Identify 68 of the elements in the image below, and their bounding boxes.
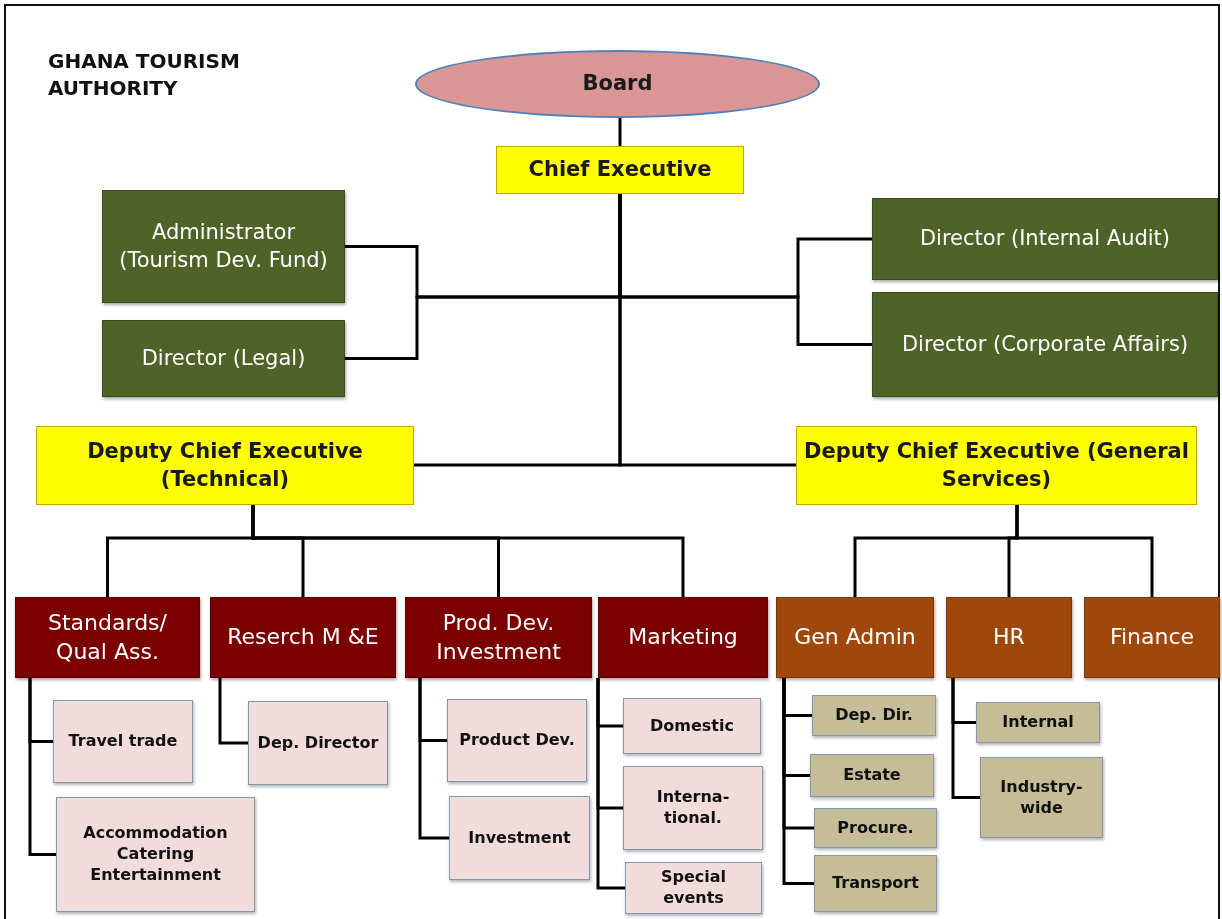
unit-box xyxy=(625,862,762,914)
box-label: Product Dev. xyxy=(459,730,575,751)
unit-box xyxy=(814,855,937,912)
unit-box xyxy=(814,808,937,848)
box-label: Dep. Director xyxy=(257,732,379,754)
connector-line xyxy=(782,678,814,885)
unit-box xyxy=(810,754,934,797)
unit-box xyxy=(623,698,761,754)
box-label: Dep. Dir. xyxy=(835,705,913,726)
connector-line xyxy=(951,678,980,799)
unit-box xyxy=(812,695,936,736)
unit-box xyxy=(976,702,1100,743)
box-label: Marketing xyxy=(628,623,738,652)
box-label: Director (Corporate Affairs) xyxy=(901,330,1189,358)
connector-line xyxy=(218,678,248,745)
staff-box xyxy=(102,320,345,397)
box-label: Domestic xyxy=(650,715,734,737)
unit-box xyxy=(449,796,590,880)
box-label: Deputy Chief Executive (General Services) xyxy=(803,438,1190,493)
box-label: Gen Admin xyxy=(794,623,916,652)
box-label: Accommodation Catering Entertainment xyxy=(82,823,229,886)
staff-box xyxy=(872,292,1218,397)
connector-line xyxy=(618,194,796,467)
box-label: Special events xyxy=(659,867,728,909)
department-box xyxy=(15,597,200,678)
department-box xyxy=(1084,597,1220,678)
executive-box xyxy=(496,146,744,194)
unit-box xyxy=(53,700,193,783)
box-label: Interna- tional. xyxy=(655,787,731,829)
connector-line xyxy=(596,678,625,890)
box-label: Board xyxy=(582,70,653,98)
box-label: Procure. xyxy=(837,817,914,839)
box-label: Reserch M &E xyxy=(227,623,379,652)
department-box xyxy=(210,597,396,678)
executive-box xyxy=(796,426,1197,505)
box-label: Standards/ Qual Ass. xyxy=(47,608,168,666)
box-label: Internal xyxy=(1002,712,1074,733)
box-label: Industry- wide xyxy=(999,776,1084,819)
box-label: Administrator (Tourism Dev. Fund) xyxy=(118,219,329,274)
staff-box xyxy=(102,190,345,303)
connector-line xyxy=(1015,505,1154,597)
department-box xyxy=(776,597,934,678)
box-label: HR xyxy=(993,623,1025,652)
department-box xyxy=(405,597,592,678)
connector-line xyxy=(28,678,56,856)
unit-box xyxy=(980,757,1103,838)
box-label: Director (Internal Audit) xyxy=(919,225,1171,253)
connector-line xyxy=(618,118,622,146)
unit-box xyxy=(623,766,763,850)
connector-line xyxy=(251,505,685,597)
unit-box xyxy=(56,797,255,912)
box-label: Investment xyxy=(468,827,571,849)
unit-box xyxy=(248,701,388,785)
box-label: Finance xyxy=(1109,623,1195,652)
connector-line xyxy=(418,678,449,840)
department-box xyxy=(946,597,1072,678)
chart-title: GHANA TOURISM AUTHORITY xyxy=(48,48,241,102)
department-box xyxy=(598,597,768,678)
box-label: Chief Executive xyxy=(528,156,712,184)
box-label: Deputy Chief Executive (Technical) xyxy=(86,438,364,493)
executive-box xyxy=(36,426,414,505)
box-label: Transport xyxy=(832,873,919,894)
box-label: Director (Legal) xyxy=(141,344,306,372)
box-label: Prod. Dev. Investment xyxy=(435,608,562,666)
box-label: Travel trade xyxy=(68,731,178,752)
unit-box xyxy=(447,699,587,782)
staff-box xyxy=(872,198,1218,280)
box-label: Estate xyxy=(843,765,901,786)
